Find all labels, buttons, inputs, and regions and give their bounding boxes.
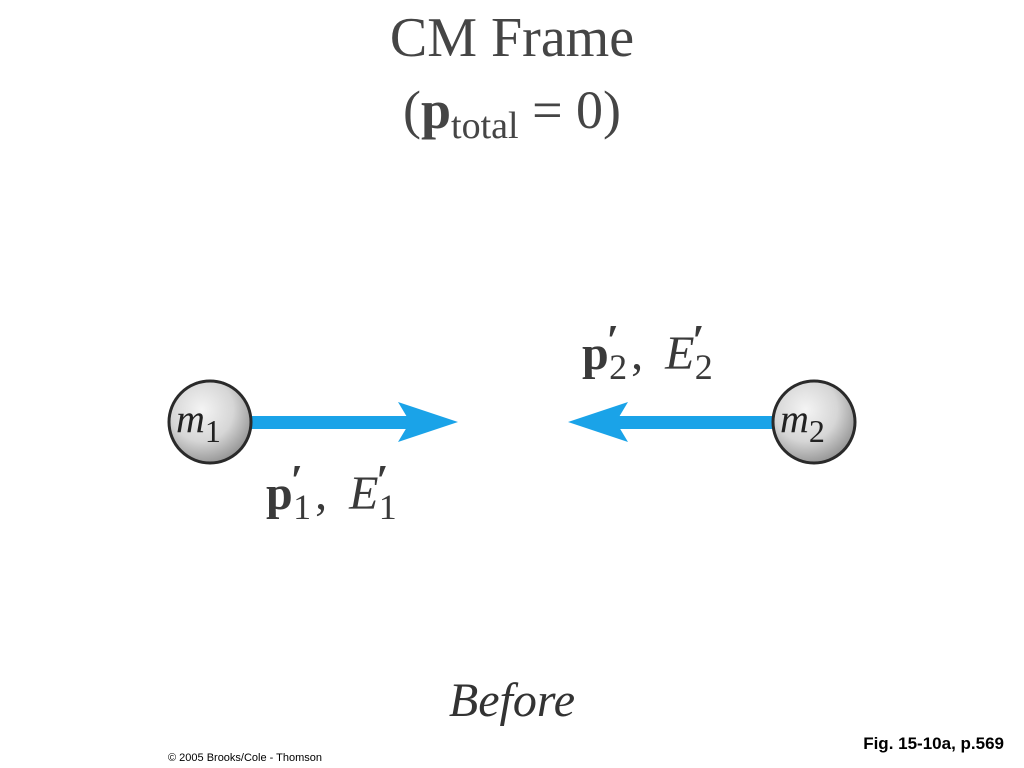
- energy-index-2: 2: [694, 347, 713, 387]
- momentum-arrow-1: [248, 402, 458, 442]
- momentum-symbol-2: p: [582, 327, 609, 380]
- subtitle-momentum-subscript: total: [451, 105, 519, 147]
- momentum-symbol-1: p: [266, 467, 293, 520]
- momentum-arrow-2: [568, 402, 774, 442]
- particle-m2: m2: [771, 379, 857, 465]
- diagram-title: CM Frame: [389, 7, 635, 69]
- particle-m1-sphere: [167, 379, 253, 465]
- momentum-arrow-1-head: [398, 402, 458, 442]
- momentum-arrow-1-shaft: [248, 416, 413, 429]
- diagram-subtitle: (ptotal = 0): [0, 78, 1024, 158]
- subtitle-open-paren: (: [402, 80, 421, 140]
- momentum-arrow-2-head: [568, 402, 628, 442]
- energy-index-1: 1: [378, 487, 397, 527]
- prime-mark: ′: [692, 316, 705, 365]
- momentum-arrow-2-shaft: [612, 416, 774, 429]
- prime-mark: ′: [606, 316, 620, 365]
- prime-mark: ′: [376, 456, 389, 505]
- particle-m2-sphere: [771, 379, 857, 465]
- particle-m1-label: m1: [176, 396, 221, 449]
- energy-symbol-2: E: [665, 327, 695, 380]
- subtitle-momentum-symbol: p: [420, 80, 452, 140]
- before-caption: Before: [448, 674, 576, 727]
- particle-2-momentum-energy-label: p′2,E′2: [582, 316, 713, 387]
- particle-m2-label: m2: [780, 396, 825, 449]
- momentum-index-1: 1: [293, 487, 312, 527]
- energy-symbol-1: E: [349, 467, 379, 520]
- label-separator: ,: [631, 327, 644, 380]
- particle-1-momentum-energy-label: p′1,E′1: [266, 456, 397, 527]
- label-separator: ,: [315, 467, 328, 520]
- prime-mark: ′: [290, 456, 304, 505]
- subtitle-equation-rest: = 0): [518, 80, 621, 140]
- copyright-notice: © 2005 Brooks/Cole - Thomson: [168, 752, 323, 764]
- particle-m1: m1: [167, 379, 253, 465]
- figure-reference: Fig. 15-10a, p.569: [863, 734, 1004, 753]
- momentum-index-2: 2: [609, 347, 628, 387]
